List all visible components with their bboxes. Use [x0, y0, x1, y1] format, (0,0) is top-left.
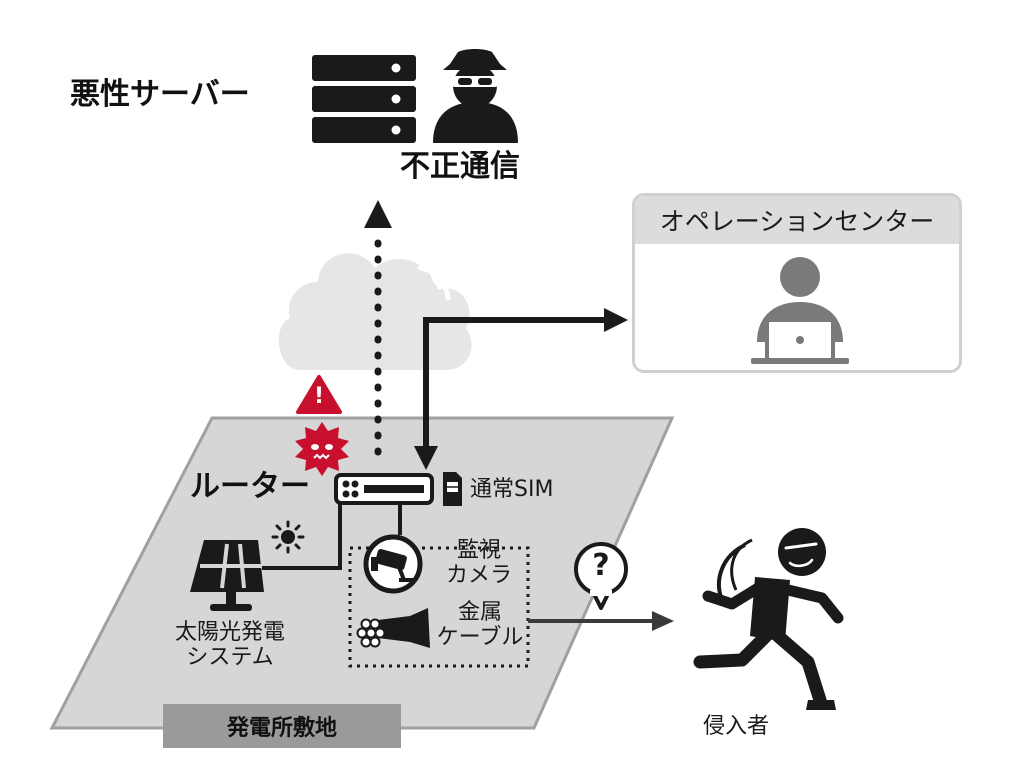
operation-link-arrow-down: [414, 446, 438, 470]
solar-label-line2: システム: [186, 645, 274, 671]
plant-site-area: [49, 416, 675, 730]
unauthorized-comm-label: 不正通信: [400, 149, 520, 184]
operation-link-line: [423, 317, 608, 448]
site-label: 発電所敷地: [163, 704, 401, 748]
operation-link-arrow-right: [604, 308, 628, 332]
warning-triangle-icon: [296, 375, 342, 414]
sun-icon: [271, 520, 305, 554]
security-camera-icon: [363, 534, 423, 594]
sim-card-icon: [443, 472, 462, 506]
router-icon: [334, 473, 434, 505]
server-rack-icon: [312, 55, 416, 143]
virus-icon: [295, 422, 349, 476]
warning-mark-text: !: [313, 384, 325, 409]
cable-label-line2: ケーブル: [436, 625, 524, 651]
metal-cable-icon: [356, 608, 430, 648]
solar-label: 太陽光発電 システム: [150, 620, 310, 671]
solar-panel-icon: [190, 540, 264, 611]
camera-label: 監視 カメラ: [434, 538, 524, 589]
running-thief-icon: [693, 528, 844, 710]
malicious-server-label: 悪性サーバー: [70, 77, 250, 112]
router-label: ルーター: [190, 469, 310, 504]
operation-center-box: オペレーションセンター: [632, 193, 962, 373]
cloud-icon: [278, 253, 472, 370]
question-bubble-icon: [574, 542, 628, 610]
operator-laptop-icon: [751, 257, 849, 364]
unauthorized-comm-arrowhead: [364, 200, 392, 228]
camera-label-line1: 監視: [456, 538, 501, 563]
cable-label: 金属 ケーブル: [432, 600, 528, 651]
normal-sim-label: 通常SIM: [470, 477, 554, 502]
solar-label-line1: 太陽光発電: [174, 620, 285, 645]
solar-wire: [262, 503, 342, 570]
intruder-link-arrowhead: [652, 611, 674, 631]
cable-label-line1: 金属: [457, 600, 502, 625]
intruder-label: 侵入者: [702, 714, 769, 739]
camera-label-line2: カメラ: [445, 563, 512, 589]
hacker-icon: [433, 49, 518, 143]
operation-center-title: オペレーションセンター: [635, 196, 959, 244]
question-mark-text: ?: [592, 548, 610, 583]
equipment-group-box: [348, 546, 530, 668]
